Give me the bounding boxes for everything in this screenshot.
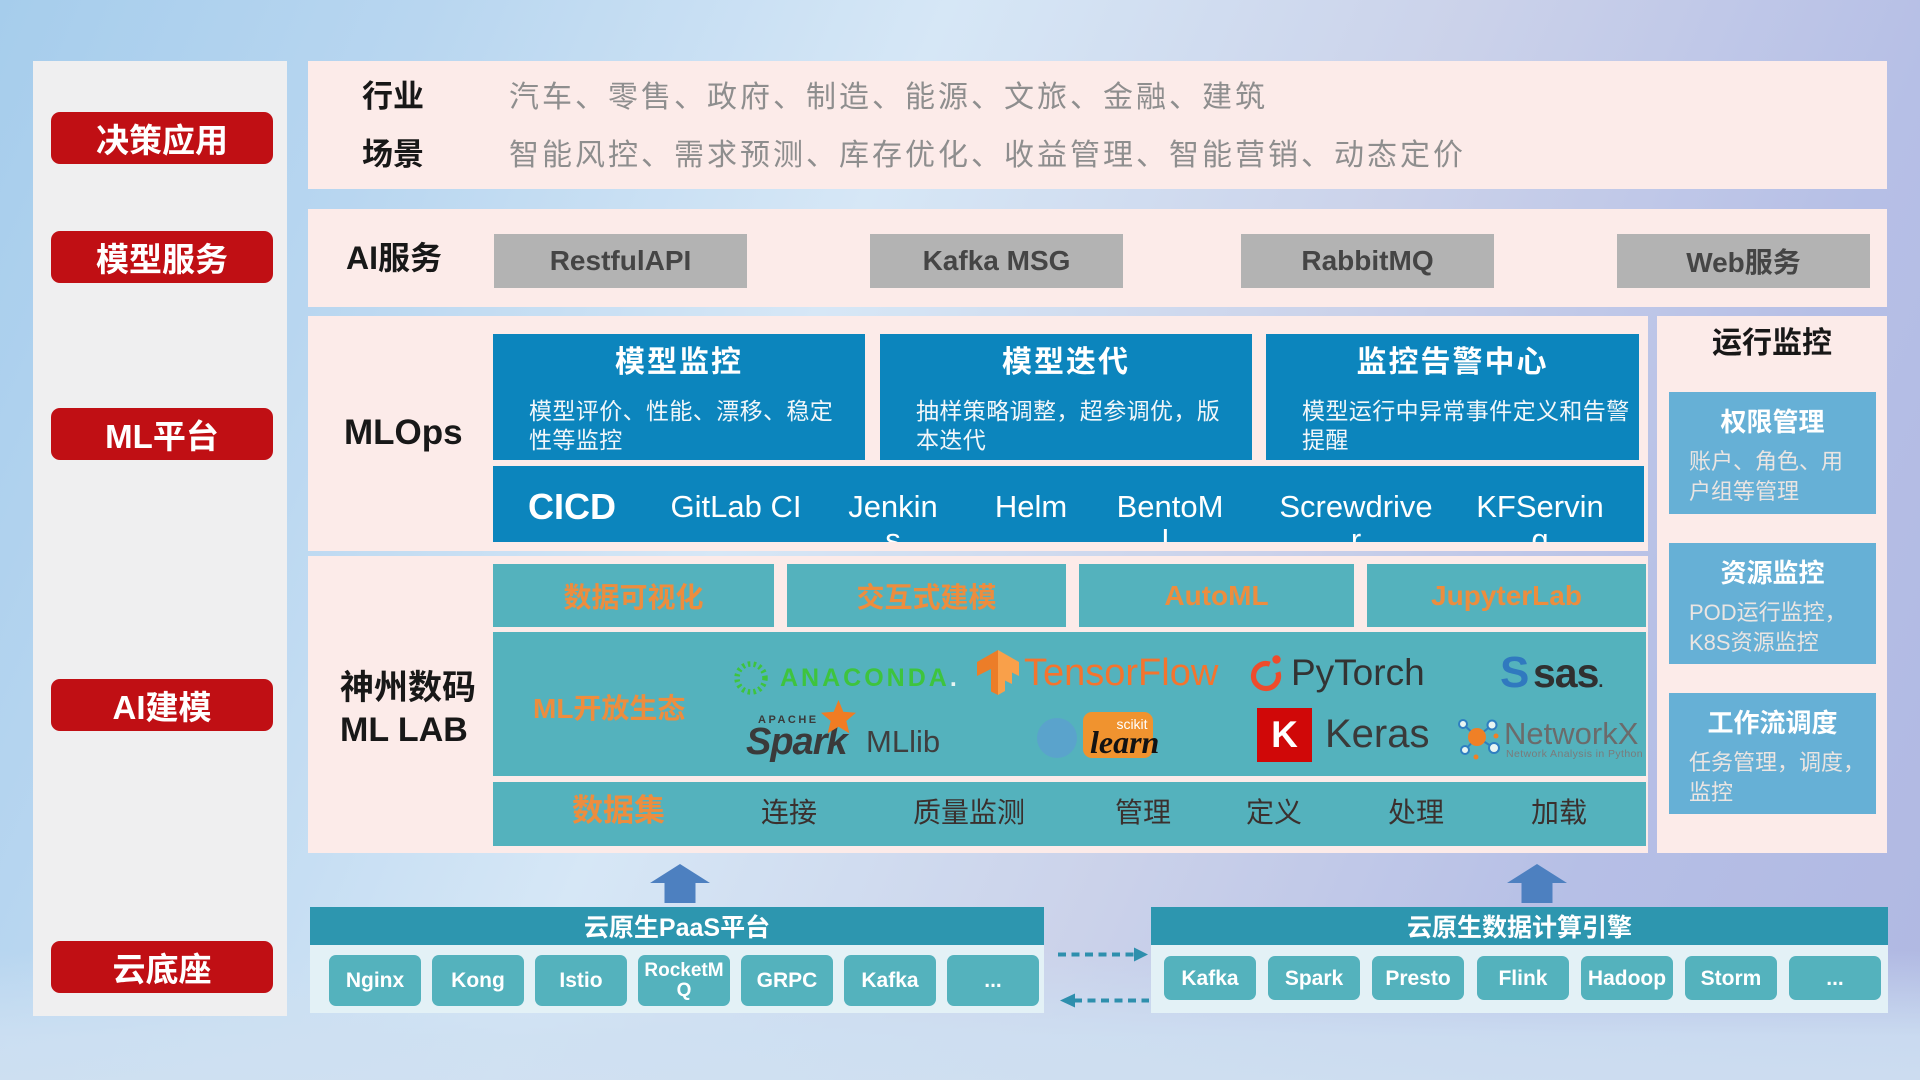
svg-text:learn: learn: [1090, 724, 1159, 760]
svg-text:scikit: scikit: [1116, 716, 1147, 732]
